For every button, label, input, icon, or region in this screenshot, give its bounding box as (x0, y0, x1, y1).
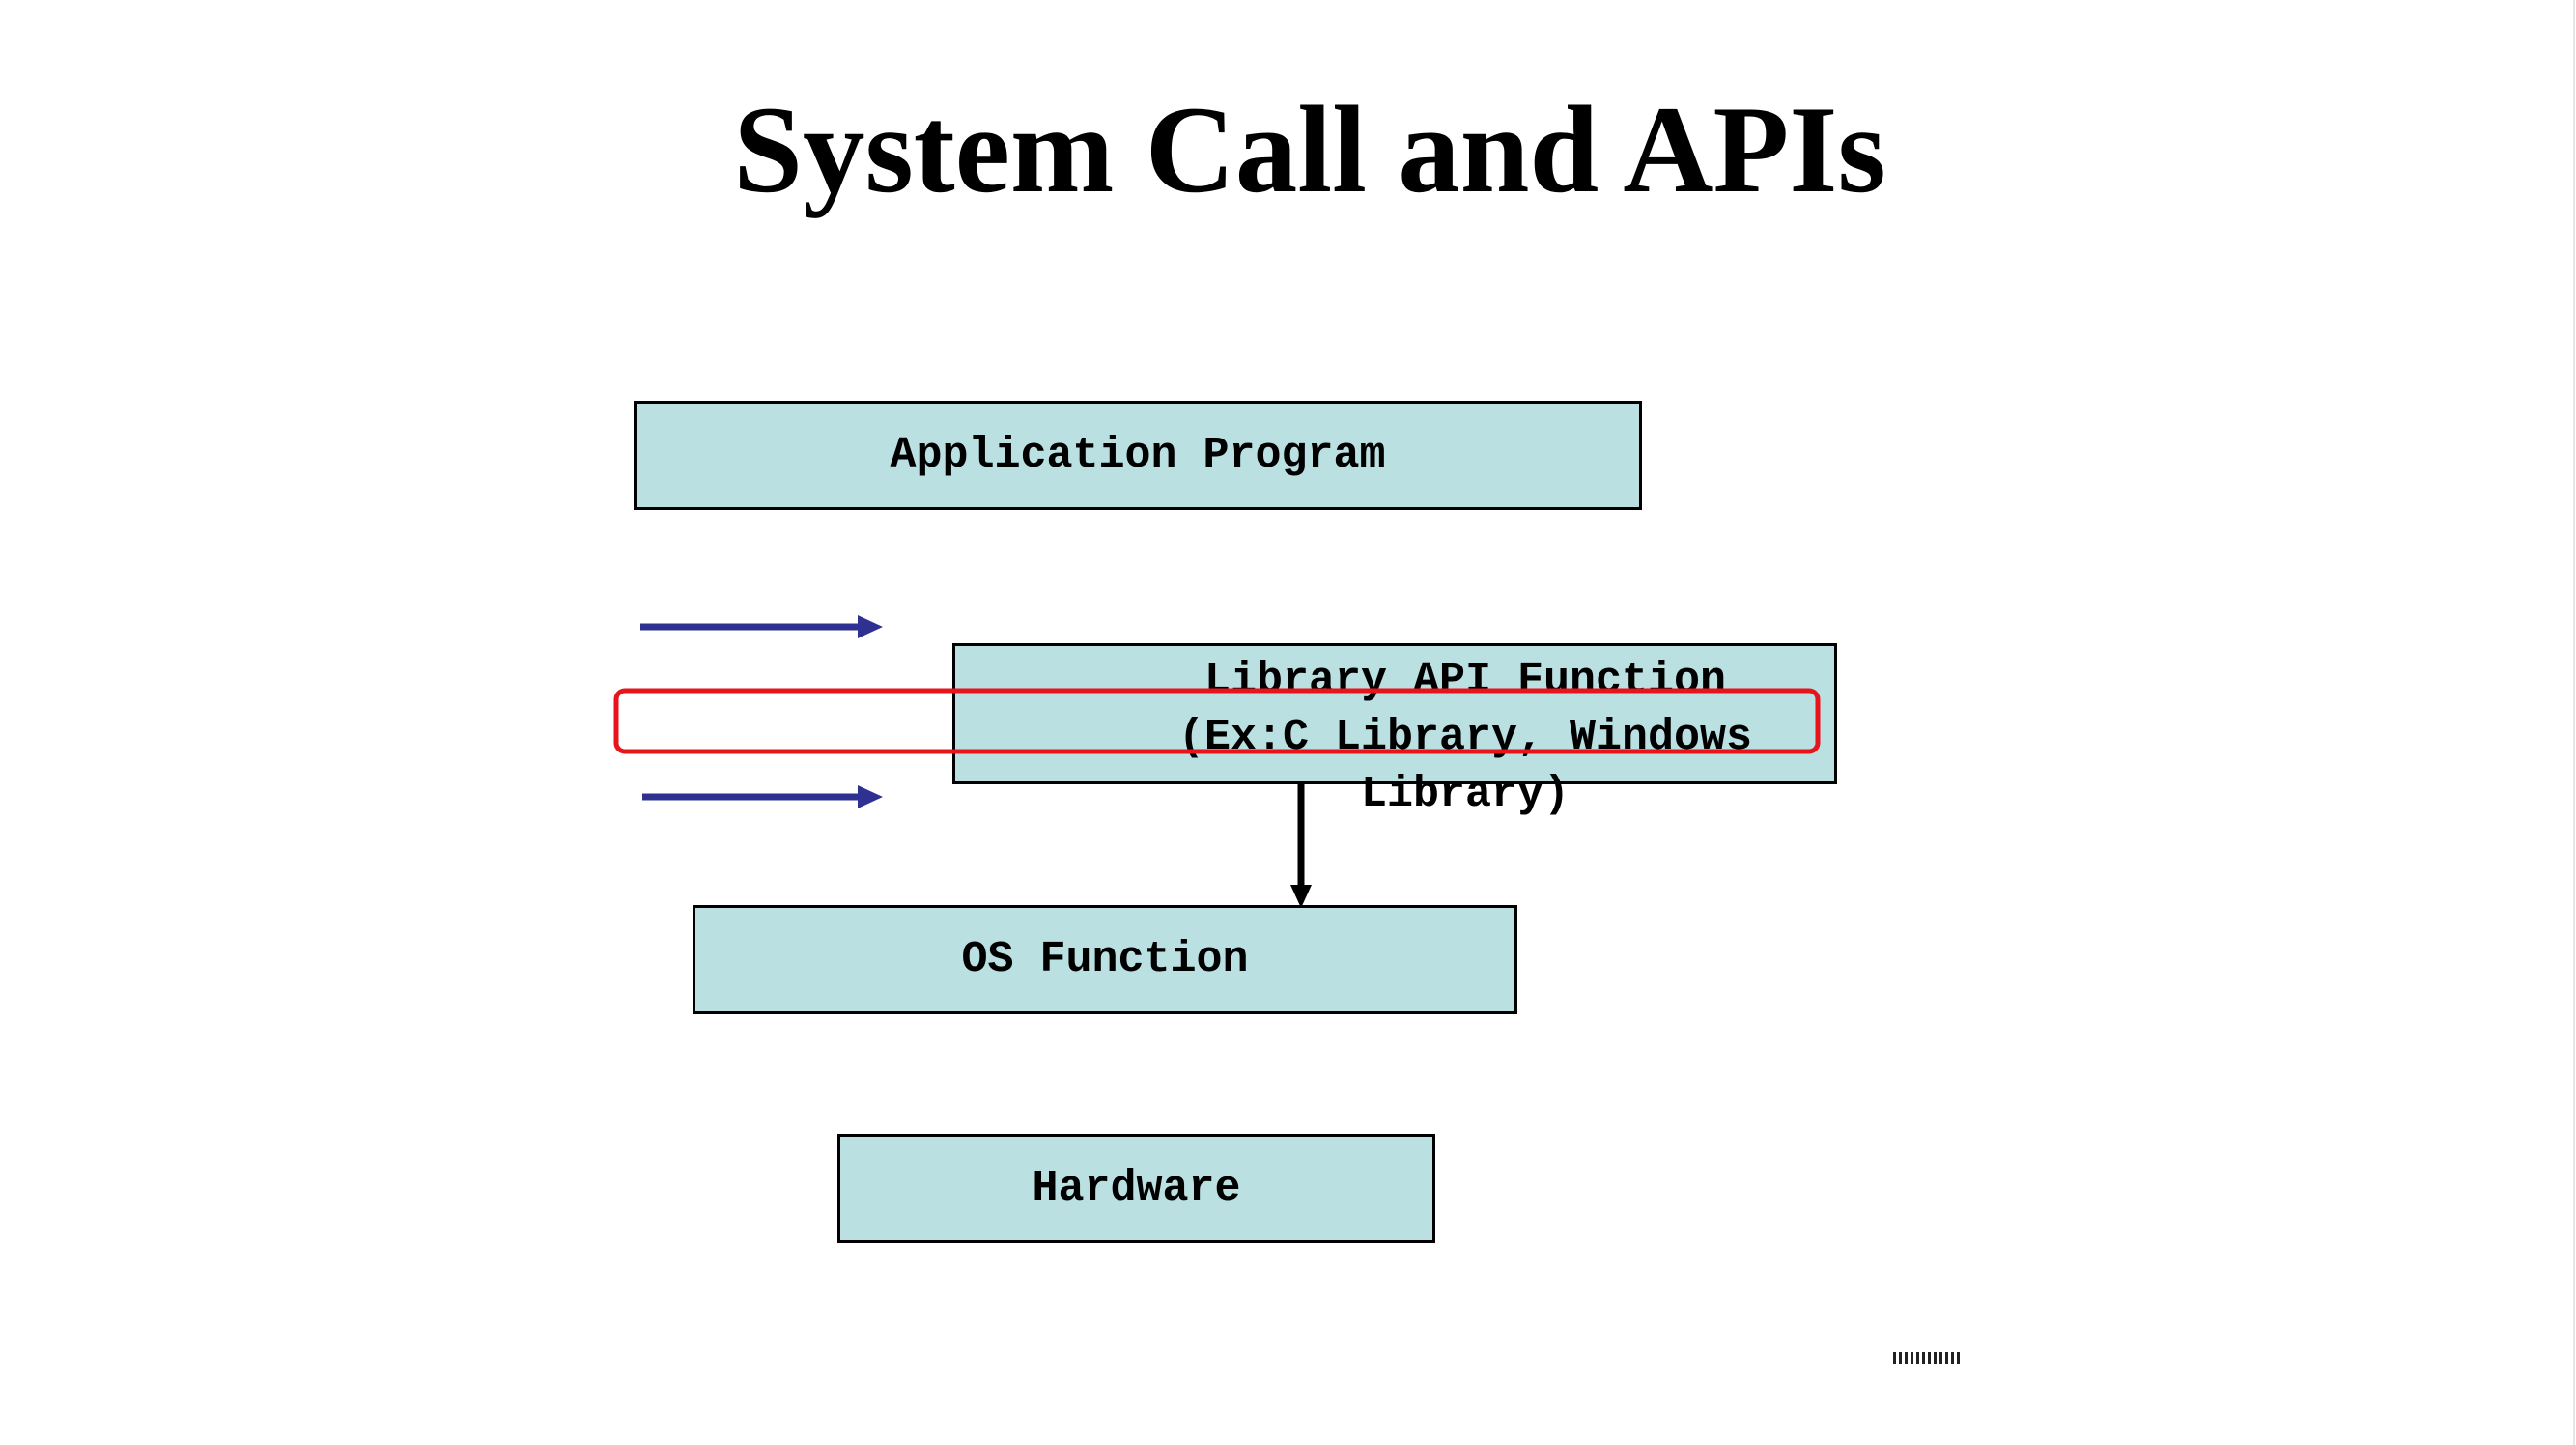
library-api-function-box: Library API Function (Ex:C Library, Wind… (952, 643, 1837, 819)
library-label-line-3: Library) (1360, 770, 1571, 819)
library-api-function-label: Library API Function (Ex:C Library, Wind… (1031, 652, 1900, 823)
application-program-box: Application Program (634, 401, 1642, 510)
slide-title: System Call and APIs (733, 80, 1886, 218)
library-label-line-2: (Ex:C Library, Windows (1177, 713, 1753, 762)
slide-footer-mark (1893, 1352, 1961, 1364)
upper-arrow-icon (640, 615, 883, 638)
slide-right-edge (2573, 0, 2575, 1445)
hardware-box: Hardware (837, 1134, 1435, 1243)
hardware-label: Hardware (1032, 1164, 1241, 1213)
application-program-label: Application Program (890, 431, 1386, 480)
os-function-box: OS Function (693, 905, 1517, 1014)
library-label-line-1: Library API Function (1203, 656, 1727, 705)
lower-arrow-icon (642, 785, 883, 808)
os-function-label: OS Function (961, 935, 1249, 984)
